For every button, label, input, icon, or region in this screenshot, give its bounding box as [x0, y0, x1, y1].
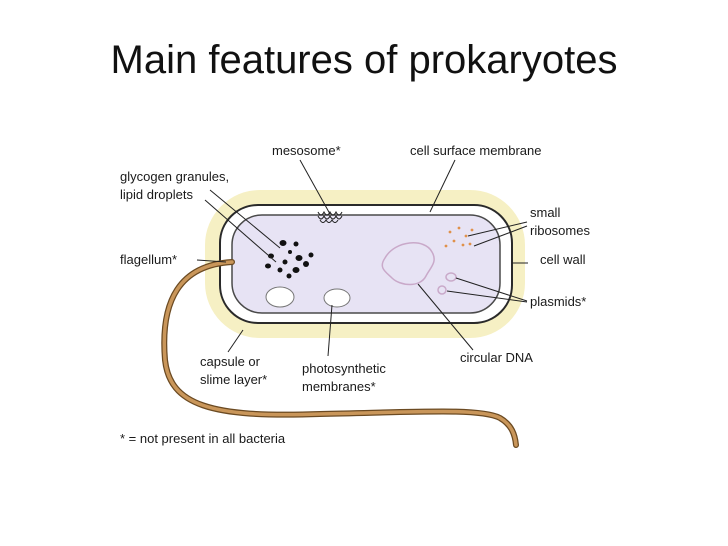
- label-flagellum: flagellum*: [120, 252, 177, 267]
- flagellum-inner: [162, 260, 518, 447]
- label-glycogen-line1: glycogen granules,: [120, 169, 229, 184]
- label-photosynthetic-line2: membranes*: [302, 379, 376, 394]
- label-glycogen-line2: lipid droplets: [120, 187, 193, 202]
- label-cell-wall: cell wall: [540, 252, 586, 267]
- glycogen-granules: [265, 240, 314, 279]
- footnote: * = not present in all bacteria: [120, 431, 286, 446]
- photosynthetic-membrane-2: [323, 288, 351, 308]
- plasmid-2: [437, 285, 447, 295]
- mesosome: [317, 210, 343, 223]
- label-small: small: [530, 205, 560, 220]
- slide-title: Main features of prokaryotes: [110, 38, 618, 82]
- label-plasmids: plasmids*: [530, 294, 586, 309]
- label-capsule-line2: slime layer*: [200, 372, 267, 387]
- label-photosynthetic-line1: photosynthetic: [302, 361, 386, 376]
- label-mesosome: mesosome*: [272, 143, 341, 158]
- label-circular-dna: circular DNA: [460, 350, 533, 365]
- ribosomes: [444, 226, 474, 248]
- photosynthetic-membrane-1: [265, 286, 295, 308]
- leader-lines: [196, 159, 528, 357]
- plasmid-1: [445, 272, 457, 282]
- label-ribosomes: ribosomes: [530, 223, 590, 238]
- label-capsule-line1: capsule or: [200, 354, 261, 369]
- label-cell-surface-membrane: cell surface membrane: [410, 143, 542, 158]
- circular-dna: [381, 242, 435, 286]
